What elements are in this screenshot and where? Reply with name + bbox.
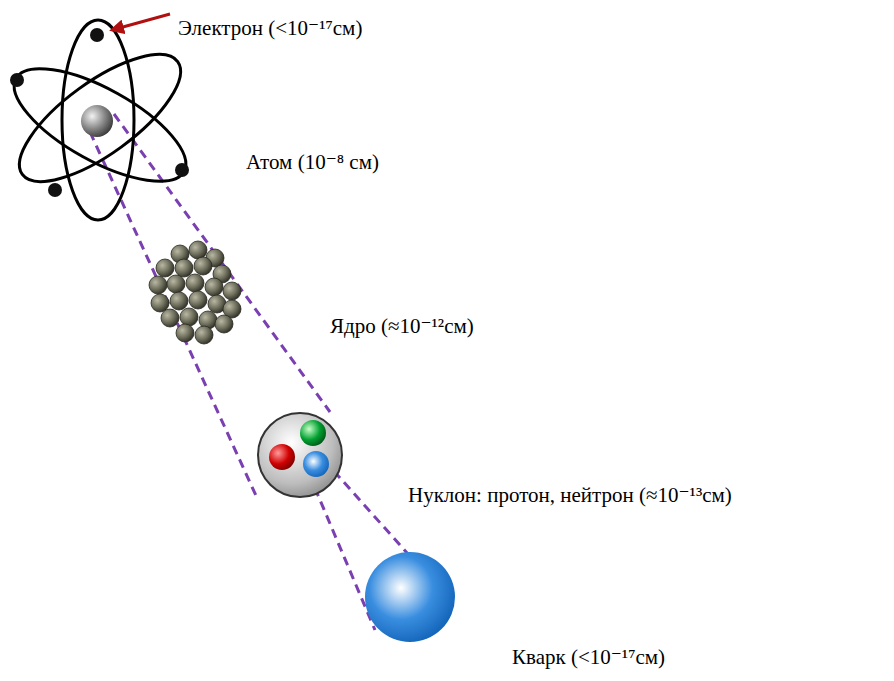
zoom-lines <box>90 114 442 630</box>
quark-label: Кварк (<10⁻¹⁷см) <box>512 645 665 670</box>
nucleus-label: Ядро (≈10⁻¹²см) <box>330 314 474 339</box>
nucleon-label: Нуклон: протон, нейтрон (≈10⁻¹³см) <box>408 483 732 508</box>
nucleon-circle <box>258 413 342 497</box>
nucleus-cluster <box>149 241 241 344</box>
atom-label: Атом (10⁻⁸ см) <box>246 150 379 175</box>
electron-label: Электрон (<10⁻¹⁷см) <box>178 16 362 41</box>
atom-nucleus <box>81 105 113 137</box>
electrons <box>10 28 189 197</box>
quark-blue <box>303 451 329 477</box>
atom-orbits <box>0 20 201 220</box>
electron-arrow <box>112 14 170 30</box>
quark-ball <box>365 552 455 642</box>
quark-red <box>269 444 295 470</box>
quark-green <box>300 420 326 446</box>
